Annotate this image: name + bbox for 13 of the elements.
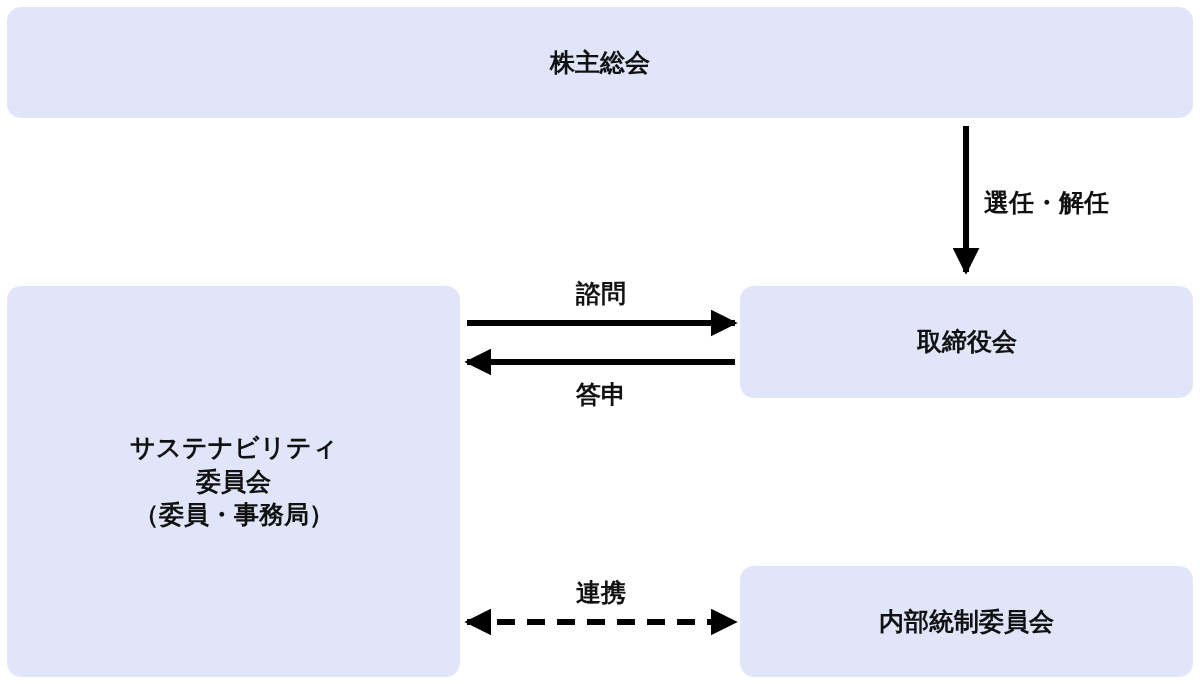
node-label: 株主総会 — [550, 46, 650, 79]
process-box — [740, 566, 1193, 677]
arrow — [952, 126, 980, 275]
node-label: 内部統制委員会 — [879, 605, 1054, 638]
arrow — [464, 608, 738, 636]
arrow — [464, 348, 735, 376]
process-box — [740, 286, 1193, 398]
node-label: 取締役会 — [916, 326, 1017, 359]
node-label: （委員・事務局） — [133, 499, 334, 532]
node-label: サステナビリティ委員会 — [128, 431, 339, 498]
process-box — [7, 7, 1193, 118]
arrow — [467, 309, 738, 337]
process-box — [7, 286, 460, 677]
